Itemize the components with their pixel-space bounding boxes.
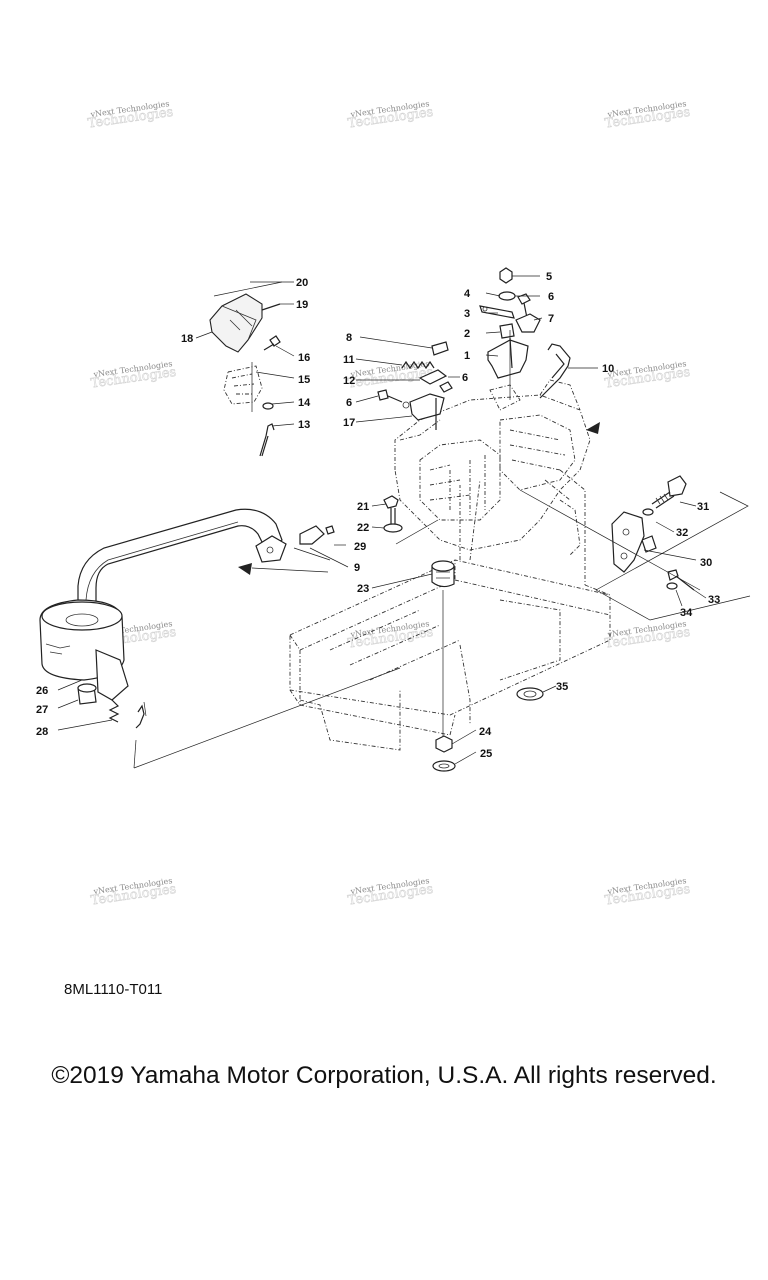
callout-14: 14 xyxy=(298,397,311,409)
part-25-washer xyxy=(432,760,456,772)
part-22-washer xyxy=(383,523,403,533)
engine-phantom xyxy=(394,379,591,556)
part-6-bolt xyxy=(517,293,531,319)
callout-25: 25 xyxy=(480,748,492,760)
callout-13: 13 xyxy=(298,419,310,431)
callout-15: 15 xyxy=(298,374,310,386)
callout-20: 20 xyxy=(296,277,308,289)
part-5-nut xyxy=(499,267,513,284)
part-23-mount xyxy=(431,560,455,588)
callout-4: 4 xyxy=(464,288,471,300)
part-1-bracket xyxy=(487,339,529,379)
part-3-link xyxy=(479,305,515,319)
part-29-clamp xyxy=(299,525,325,545)
copyright-notice: ©2019 Yamaha Motor Corporation, U.S.A. A… xyxy=(51,1062,717,1089)
callout-19: 19 xyxy=(296,299,308,311)
part-31-bolt xyxy=(667,475,687,497)
engine-mounts xyxy=(383,495,544,772)
part-34-washer xyxy=(666,582,678,590)
watermark: Technologies vNext Technologies xyxy=(347,99,435,132)
callout-2: 2 xyxy=(464,328,470,340)
callout-24: 24 xyxy=(479,726,492,738)
callout-1: 1 xyxy=(464,350,470,362)
part-8-grip xyxy=(431,341,449,356)
part-11-spring xyxy=(401,360,435,370)
arrow-marker xyxy=(238,563,252,575)
part-15-mount xyxy=(223,365,263,405)
part-12-lever xyxy=(418,369,448,385)
callout-18: 18 xyxy=(181,333,193,345)
callout-28: 28 xyxy=(36,726,48,738)
part-21-bolt xyxy=(383,495,399,509)
part-17-bracket xyxy=(409,393,445,421)
leader-lines xyxy=(57,275,707,765)
watermark: Technologies vNext Technologies xyxy=(604,359,692,392)
watermark: Technologies vNext Technologies xyxy=(90,876,178,909)
part-16-bolt xyxy=(269,335,281,347)
callout-17: 17 xyxy=(343,417,355,429)
upper-left-assembly xyxy=(209,281,283,457)
part-4-washer xyxy=(498,291,516,301)
callout-8: 8 xyxy=(346,332,352,344)
callout-12: 12 xyxy=(343,375,355,387)
callout-9: 9 xyxy=(354,562,360,574)
watermark: Technologies vNext Technologies xyxy=(347,876,435,909)
exhaust-pipe xyxy=(77,508,283,617)
callout-labels: 1 2 3 4 5 6 6 6 7 8 9 10 11 12 13 14 15 … xyxy=(36,271,720,760)
callout-22: 22 xyxy=(357,522,369,534)
exhaust-system xyxy=(39,508,401,769)
callout-26: 26 xyxy=(36,685,48,697)
callout-21: 21 xyxy=(357,501,369,513)
part-18-plate xyxy=(209,293,263,353)
throttle-bracket-assembly xyxy=(377,267,571,430)
callout-6: 6 xyxy=(548,291,554,303)
callout-34: 34 xyxy=(680,607,693,619)
watermark: Technologies vNext Technologies xyxy=(87,99,175,132)
callout-5: 5 xyxy=(546,271,552,283)
part-7-clamp xyxy=(515,313,541,333)
callout-33: 33 xyxy=(708,594,720,606)
part-35-grommet xyxy=(516,687,544,701)
part-30-bracket xyxy=(611,511,645,573)
right-mount-assembly xyxy=(519,475,751,621)
part-24-nut xyxy=(435,735,453,753)
callout-16: 16 xyxy=(298,352,310,364)
part-32-spacer xyxy=(642,508,654,516)
watermark: Technologies vNext Technologies xyxy=(604,876,692,909)
arrow-marker xyxy=(586,422,600,434)
callout-35: 35 xyxy=(556,681,568,693)
callout-11: 11 xyxy=(343,354,355,366)
part-14-washer xyxy=(262,402,274,410)
part-2-collar xyxy=(499,323,515,339)
frame-phantom xyxy=(289,469,611,751)
callout-10: 10 xyxy=(602,363,614,375)
part-10-hose xyxy=(539,343,571,399)
part-19-screw xyxy=(261,303,281,311)
callout-27: 27 xyxy=(36,704,48,716)
watermark: Technologies vNext Technologies xyxy=(604,99,692,132)
part-6-bolt-left xyxy=(377,389,389,401)
watermark: Technologies vNext Technologies xyxy=(90,359,178,392)
callout-29: 29 xyxy=(354,541,366,553)
diagram-code: 8ML1110-T011 xyxy=(64,981,163,998)
callout-3: 3 xyxy=(464,308,470,320)
callout-6: 6 xyxy=(346,397,352,409)
reference-arrows xyxy=(238,422,600,575)
callout-6: 6 xyxy=(462,372,468,384)
callout-30: 30 xyxy=(700,557,712,569)
callout-23: 23 xyxy=(357,583,369,595)
callout-32: 32 xyxy=(676,527,688,539)
callout-7: 7 xyxy=(548,313,554,325)
watermark: Technologies vNext Technologies xyxy=(604,619,692,652)
callout-31: 31 xyxy=(697,501,709,513)
part-28-spring xyxy=(108,699,120,723)
exhaust-flange xyxy=(255,535,287,563)
